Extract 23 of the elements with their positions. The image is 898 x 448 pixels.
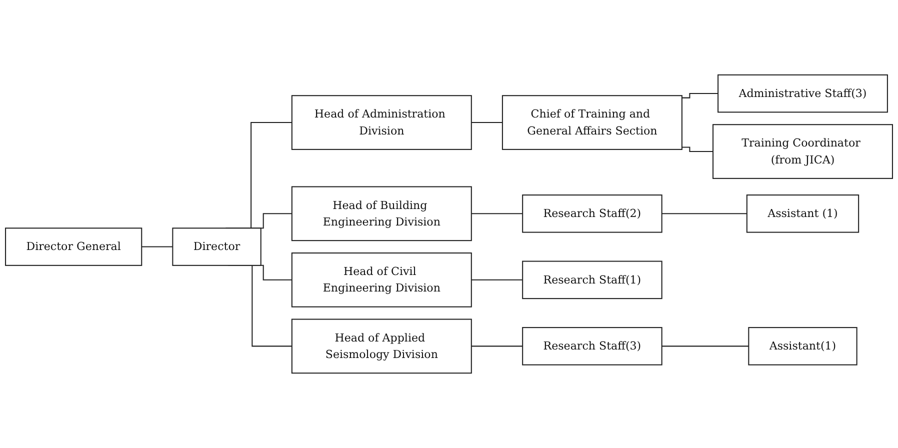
node-box: Research Staff(2) (522, 194, 662, 233)
node-box: Administrative Staff(3) (718, 74, 888, 113)
connector (662, 213, 747, 214)
node-box: Head of Administration Division (291, 95, 472, 150)
node-box: Research Staff(3) (522, 327, 662, 366)
node-box: Chief of Training and General Affairs Section (502, 95, 682, 150)
node-box: Research Staff(1) (522, 260, 662, 300)
node-box: Training Coordinator (from JICA) (712, 124, 893, 179)
connector (662, 346, 749, 347)
node-box: Director (172, 228, 262, 266)
connector (471, 279, 523, 280)
node-box: Head of Building Engineering Division (291, 186, 472, 242)
node-box: Head of Civil Engineering Division (291, 252, 472, 308)
connector (142, 246, 173, 248)
connector (682, 146, 713, 152)
connector (682, 93, 718, 98)
node-box: Head of Applied Seismology Division (291, 318, 472, 374)
node-box: Assistant (1) (746, 194, 860, 233)
connector (471, 213, 523, 214)
connector (471, 346, 523, 347)
node-box: Director General (5, 228, 142, 266)
node-box: Assistant(1) (748, 327, 858, 366)
connector (471, 122, 502, 124)
